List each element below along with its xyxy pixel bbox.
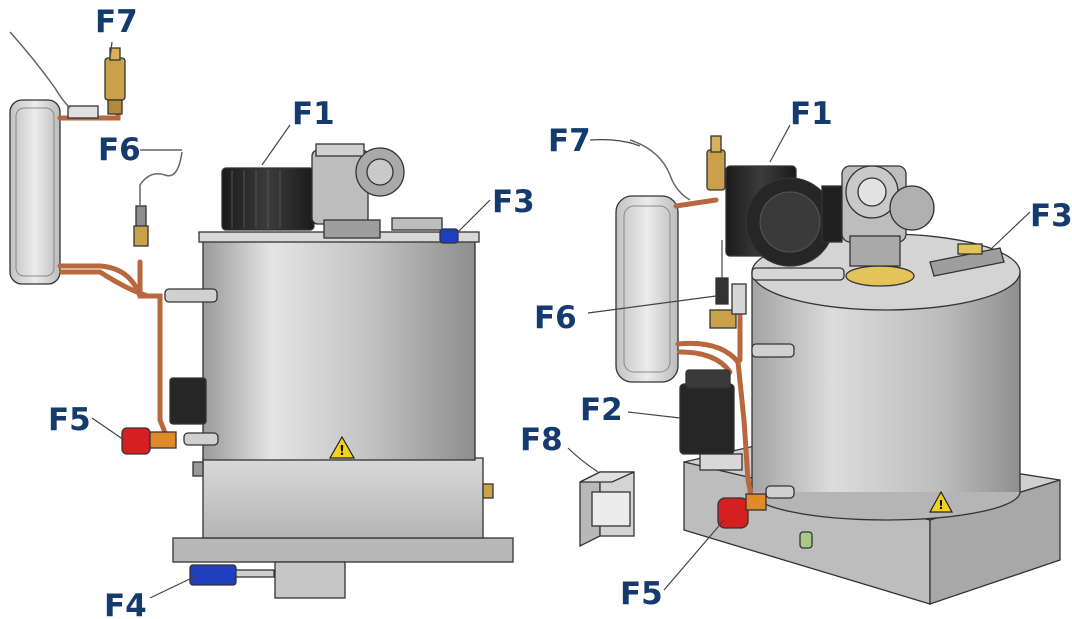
right-label-f5: F5	[620, 576, 663, 612]
right-upper-tube	[751, 267, 845, 281]
right-level-switch-arm	[929, 243, 1005, 277]
left-label-f5: F5	[48, 402, 91, 438]
right-view: !	[567, 124, 1061, 605]
svg-text:!: !	[339, 444, 345, 459]
right-inlet-tube	[765, 485, 795, 499]
right-label-f3: F3	[1030, 198, 1072, 234]
component-labels: F7 F6 F1 F3 F5 F4 F7 F1 F3 F6 F2 F8 F5	[48, 4, 1072, 619]
left-base-plate	[172, 537, 514, 563]
left-gear-motor	[221, 143, 405, 239]
right-plate-exchanger	[615, 195, 679, 383]
right-base-fitting	[799, 531, 813, 549]
left-base-box	[202, 457, 484, 539]
right-warning-sign: !	[928, 490, 954, 513]
right-label-f8: F8	[520, 422, 563, 458]
left-capillary-wire	[9, 31, 71, 109]
right-solenoid-valve	[717, 493, 767, 529]
left-solenoid-valve	[121, 427, 177, 455]
svg-text:!: !	[938, 498, 943, 512]
right-pressure-valve	[706, 135, 726, 191]
right-control-box	[679, 369, 743, 471]
left-base-fitting	[482, 483, 494, 499]
left-view: !	[9, 31, 514, 599]
left-label-f3: F3	[492, 184, 535, 220]
right-gear-motor	[725, 165, 935, 267]
left-warning-sign: !	[328, 435, 356, 459]
left-expansion-valve	[133, 151, 183, 247]
right-lid-gear	[845, 265, 915, 287]
left-tank	[202, 237, 476, 461]
left-base-fitting-2	[192, 461, 204, 477]
right-label-f2: F2	[580, 392, 623, 428]
f8-module	[579, 470, 635, 548]
right-expansion-valve	[709, 240, 747, 329]
left-label-f1: F1	[292, 96, 335, 132]
left-label-f4: F4	[104, 588, 147, 619]
left-microswitch	[189, 564, 275, 586]
right-bypass-tube	[751, 343, 795, 358]
right-label-f1: F1	[790, 96, 833, 132]
left-inlet-tube	[183, 432, 219, 446]
right-label-f6: F6	[534, 300, 577, 336]
left-label-f7: F7	[95, 4, 138, 40]
left-control-box	[169, 377, 207, 425]
right-capillary-wire	[629, 139, 691, 201]
left-stand	[274, 561, 346, 599]
left-pressure-valve	[67, 47, 126, 119]
left-level-switch-arm	[391, 217, 459, 244]
left-bypass-tube	[164, 288, 218, 303]
left-label-f6: F6	[98, 132, 141, 168]
right-label-f7: F7	[548, 123, 591, 159]
left-plate-exchanger	[9, 99, 61, 285]
